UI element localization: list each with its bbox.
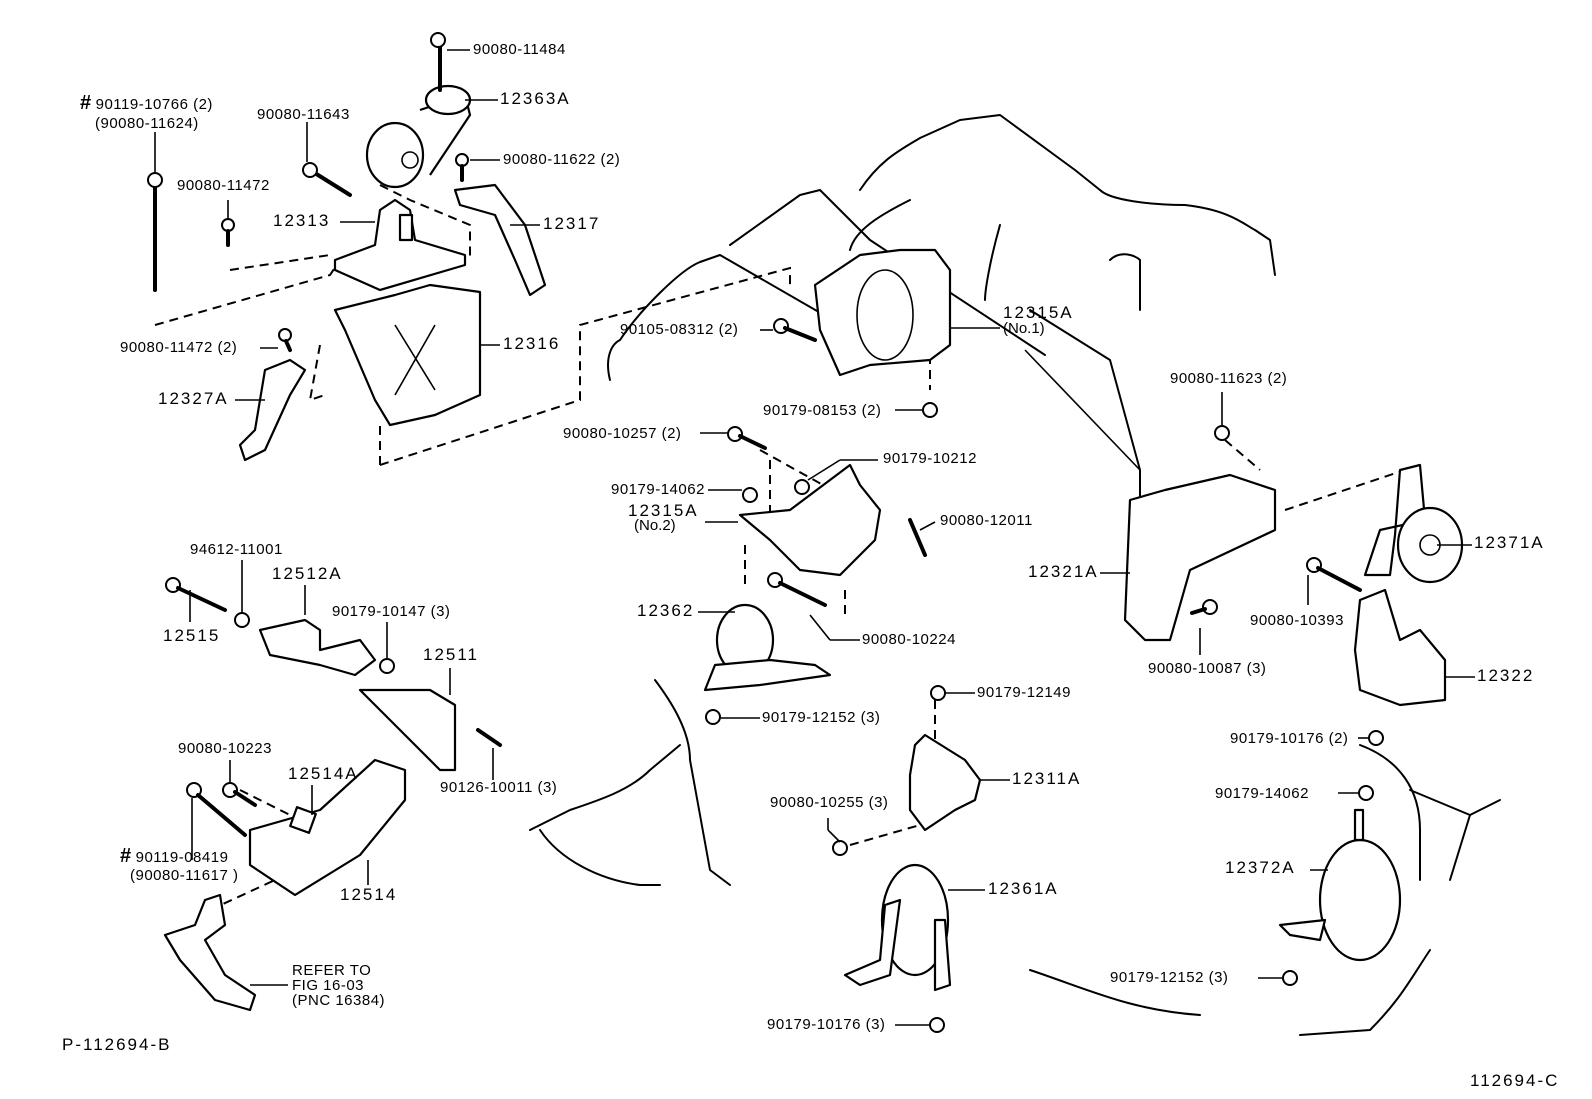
hash-mark-icon: # [120, 845, 132, 867]
leader-lines [154, 49, 1475, 1026]
part-12511-bracket [358, 688, 457, 772]
part-12361A-mount [843, 863, 952, 992]
part-label[interactable]: 90126-10011 (3) [440, 779, 558, 796]
part-label[interactable]: 90080-11623 (2) [1170, 370, 1288, 387]
part-label[interactable]: 90179-10212 [883, 450, 977, 467]
part-label[interactable]: 90080-11484 [473, 41, 566, 58]
figure-reference-left: P-112694-B [62, 1035, 172, 1054]
part-12512A-plate [258, 618, 377, 677]
part-label[interactable]: 12514 [340, 885, 398, 904]
part-12313-bracket [333, 198, 467, 292]
part-label[interactable]: 12317 [543, 214, 601, 233]
fasteners [147, 32, 1384, 1033]
refer-note[interactable]: REFER TO FIG 16-03 (PNC 16384) [292, 962, 386, 1009]
part-12322-bracket [1353, 588, 1447, 707]
hash-mark-icon: # [80, 92, 92, 114]
part-label[interactable]: 12315A(No.1) [1003, 303, 1074, 337]
part-label[interactable]: 90179-08153 (2) [763, 402, 882, 419]
part-label[interactable]: 90179-12152 (3) [762, 709, 881, 726]
part-label[interactable]: 90179-10147 (3) [332, 603, 451, 620]
part-refer-fig-bracket [163, 893, 257, 1012]
part-12363A-torque-rod [365, 84, 472, 189]
part-12317-bracket [453, 183, 547, 297]
part-label-alt[interactable]: (90080-11617 ) [130, 867, 239, 884]
part-12315A-no2-bracket [738, 463, 882, 577]
part-label[interactable]: 12515 [163, 626, 221, 645]
part-label[interactable]: 12371A [1474, 533, 1545, 552]
part-label[interactable]: 12512A [272, 564, 343, 583]
part-label[interactable]: 90080-10224 [862, 631, 956, 648]
part-12321A-bracket [1123, 473, 1277, 642]
part-label[interactable]: 90179-14062 [1215, 785, 1309, 802]
part-label[interactable]: 90080-10223 [178, 740, 272, 757]
part-label-alt[interactable]: (90080-11624) [95, 115, 199, 132]
part-label[interactable]: 90179-12152 (3) [1110, 969, 1229, 986]
part-12371A-mount [1363, 463, 1464, 584]
part-label[interactable]: 90105-08312 (2) [620, 321, 739, 338]
part-12514-bracket [248, 758, 407, 897]
part-label[interactable]: 12321A [1028, 562, 1099, 581]
part-12514A-clip [289, 806, 317, 834]
part-12327A-stay [238, 358, 307, 462]
part-label[interactable]: 12372A [1225, 858, 1296, 877]
part-label[interactable]: 90080-11472 [177, 177, 270, 194]
part-12372A-mount [1278, 808, 1402, 962]
part-label[interactable]: 90080-11643 [257, 106, 350, 123]
part-label[interactable]: 94612-11001 [190, 541, 283, 558]
part-label[interactable]: 12511 [423, 645, 480, 664]
part-label[interactable]: 90080-10393 [1250, 612, 1344, 629]
part-label[interactable]: 12327A [158, 389, 229, 408]
part-label[interactable]: 90080-11472 (2) [120, 339, 238, 356]
part-label[interactable]: 90179-10176 (2) [1230, 730, 1349, 747]
part-label[interactable]: 90080-11622 (2) [503, 151, 621, 168]
part-label[interactable]: 12363A [500, 89, 571, 108]
part-label[interactable]: 12361A [988, 879, 1059, 898]
part-label[interactable]: 12316 [503, 334, 561, 353]
part-label[interactable]: 90080-10257 (2) [563, 425, 682, 442]
part-label[interactable]: 12514A [288, 764, 359, 783]
part-12311A-bracket [908, 733, 982, 832]
part-label[interactable]: #90119-10766 (2) [80, 92, 213, 114]
part-label[interactable]: 90179-14062 [611, 481, 705, 498]
part-label[interactable]: 12362 [637, 601, 695, 620]
part-label[interactable]: 12313 [273, 211, 331, 230]
part-12316-bracket [333, 283, 482, 427]
assembly-dashed-lines [154, 184, 1421, 911]
engine-outline [529, 114, 1501, 1036]
figure-reference-right: 112694-C [1470, 1071, 1560, 1090]
part-12315A-no1-bracket [813, 248, 952, 377]
part-label[interactable]: 90080-10255 (3) [770, 794, 889, 811]
part-label[interactable]: 12315A(No.2) [628, 501, 699, 534]
part-label[interactable]: 90080-12011 [940, 512, 1033, 529]
part-label[interactable]: 90080-10087 (3) [1148, 660, 1267, 677]
part-label[interactable]: 12322 [1477, 666, 1535, 685]
part-12362-mount [703, 603, 832, 692]
part-label[interactable]: 90179-10176 (3) [767, 1016, 886, 1033]
part-label[interactable]: #90119-08419 [120, 845, 229, 867]
part-label[interactable]: 12311A [1012, 769, 1082, 788]
part-label[interactable]: 90179-12149 [977, 684, 1071, 701]
